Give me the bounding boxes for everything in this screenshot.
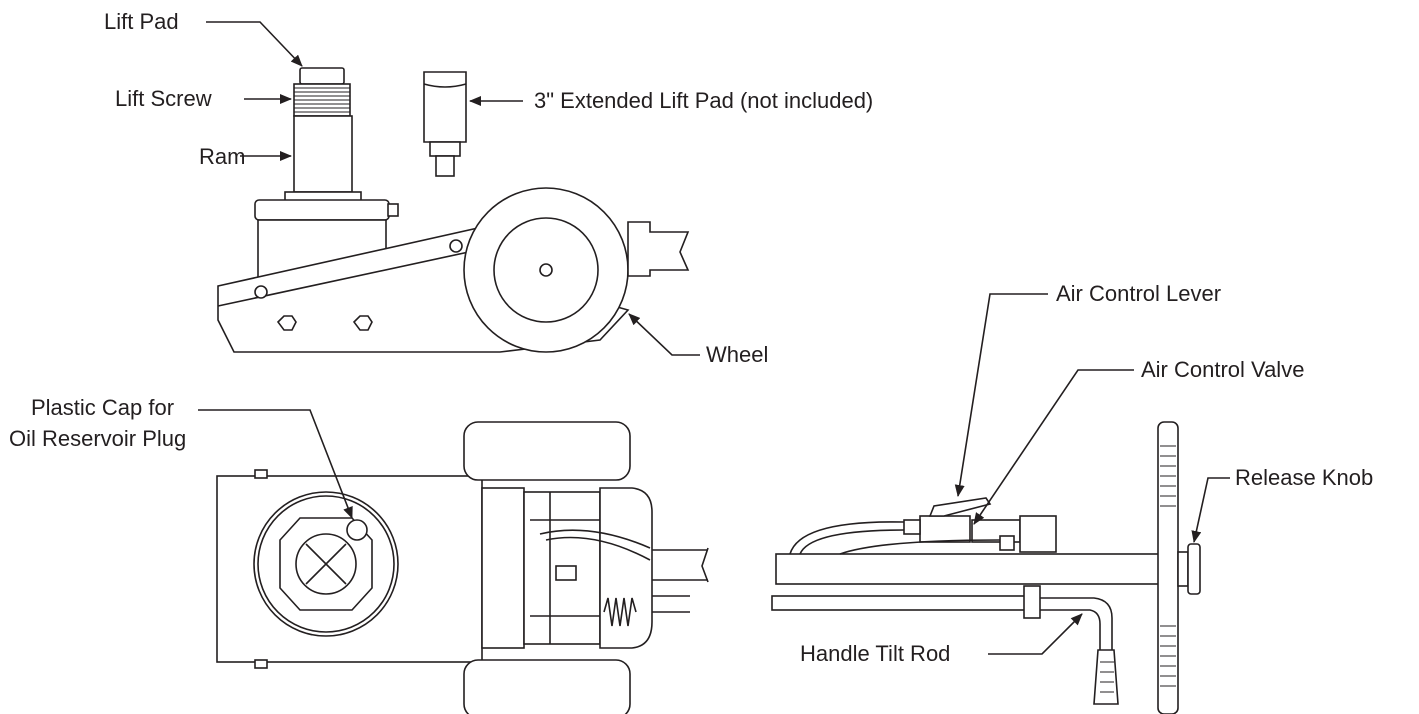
callout-plastic-cap: Plastic Cap for Oil Reservoir Plug: [9, 395, 353, 519]
extended-lift-pad-drawing: [423, 71, 467, 177]
label-plastic-cap-line2: Oil Reservoir Plug: [9, 426, 186, 451]
label-extended-lift-pad: 3" Extended Lift Pad (not included): [534, 88, 873, 113]
callout-handle-tilt-rod: Handle Tilt Rod: [800, 613, 1083, 666]
label-release-knob: Release Knob: [1235, 465, 1373, 490]
handle-side-view: [771, 421, 1201, 714]
label-ram: Ram: [199, 144, 245, 169]
label-lift-pad: Lift Pad: [104, 9, 179, 34]
label-air-control-valve: Air Control Valve: [1141, 357, 1304, 382]
callout-lift-pad: Lift Pad: [104, 9, 303, 67]
callout-extended-lift-pad: 3" Extended Lift Pad (not included): [469, 88, 873, 113]
label-lift-screw: Lift Screw: [115, 86, 212, 111]
callout-wheel: Wheel: [628, 313, 768, 367]
jack-side-view: [217, 67, 690, 353]
label-handle-tilt-rod: Handle Tilt Rod: [800, 641, 950, 666]
callout-release-knob: Release Knob: [1191, 465, 1373, 543]
callout-air-control-valve: Air Control Valve: [973, 357, 1304, 525]
callout-air-control-lever: Air Control Lever: [954, 281, 1221, 497]
label-air-control-lever: Air Control Lever: [1056, 281, 1221, 306]
callout-lift-screw: Lift Screw: [115, 86, 292, 111]
callout-ram: Ram: [199, 144, 292, 169]
label-wheel: Wheel: [706, 342, 768, 367]
label-plastic-cap-line1: Plastic Cap for: [31, 395, 174, 420]
jack-top-view: [216, 421, 709, 714]
